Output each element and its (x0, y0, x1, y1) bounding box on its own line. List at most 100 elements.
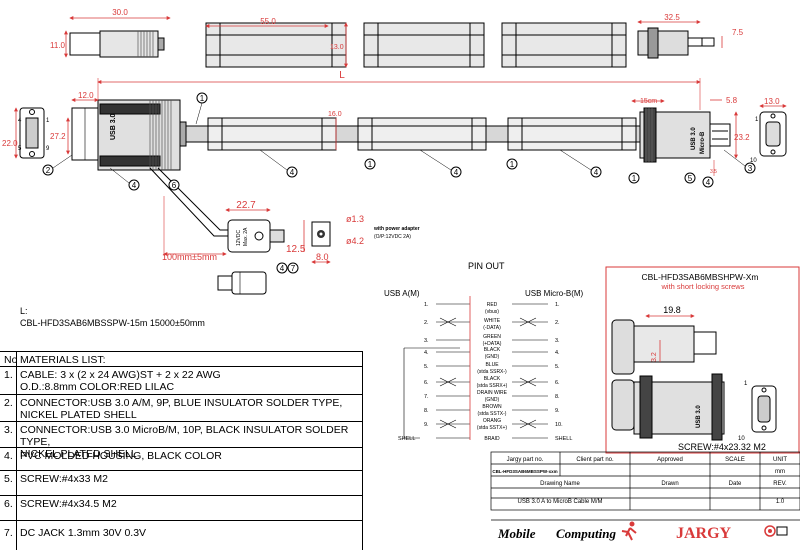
material-row: 3. CONNECTOR:USB 3.0 MicroB/M, 10P, BLAC… (0, 422, 362, 460)
dim-125: 12.5 (286, 244, 306, 255)
pinout-wire-label: BLACK (484, 347, 501, 353)
svg-text:4: 4 (132, 181, 137, 190)
tb-unit-value: mm (775, 469, 785, 475)
callout-4a: 4 (128, 179, 140, 191)
adapter-label-2: Max. 2A (243, 227, 249, 246)
dim-30: 30.0 (112, 8, 128, 17)
svg-text:1: 1 (510, 160, 515, 169)
material-desc: CONNECTOR:USB 3.0 MicroB/M, 10P, BLACK I… (20, 424, 349, 448)
svg-text:1: 1 (632, 174, 637, 183)
callout-6: 6 (168, 179, 180, 191)
dim-42dia: ø4.2 (346, 236, 364, 246)
usb-a-top-view (69, 30, 165, 58)
model-value: CBL-HFD3SAB6MBSSPW-15m 15000±50mm (20, 318, 205, 328)
jargy-logo-icon (764, 525, 788, 537)
tb-rev-value: 1.0 (776, 499, 785, 505)
material-desc: CABLE: 3 x (2 x 24 AWG)ST + 2 x 22 AWG (20, 369, 221, 381)
tb-drawn: Drawn (661, 481, 678, 487)
pinout-left-pin: 8. (424, 408, 429, 414)
dim-12: 12.0 (78, 91, 94, 100)
svg-text:Micro-B: Micro-B (700, 131, 706, 154)
pin-label-1: 1 (46, 118, 50, 124)
variant-box (605, 266, 800, 454)
pinout-right-pin: 4. (555, 350, 560, 356)
material-row: 2. CONNECTOR:USB 3.0 A/M, 9P, BLUE INSUL… (0, 395, 362, 422)
materials-header-desc: MATERIALS LIST: (20, 354, 106, 366)
callout-7: 7 (287, 262, 299, 274)
pinout-right-pin: 5. (555, 364, 560, 370)
callout-4d: 4 (590, 166, 602, 178)
pinout-left-pin: 5. (424, 364, 429, 370)
material-row: 4. PVC MOLDED HOUSING, BLACK COLOR (0, 448, 362, 471)
dim-75: 7.5 (732, 28, 744, 37)
pinout-wire-label: BROWN (482, 404, 502, 410)
pinout-wire-label: RED (487, 302, 498, 308)
variant-top-view (611, 319, 717, 375)
pinout-right-pin: 6. (555, 380, 560, 386)
tb-part-no: CBL-HFD3SAB6MBSSPW-xxm (492, 469, 557, 474)
dim-11: 11.0 (50, 41, 66, 50)
dim-L: L (339, 70, 345, 81)
svg-text:4: 4 (454, 168, 459, 177)
svg-text:7: 7 (291, 264, 296, 273)
pinout-wire-label: WHITE (484, 318, 501, 324)
pinout-left-pin: 3. (424, 338, 429, 344)
material-desc: DC JACK 1.3mm 30V 0.3V (20, 527, 147, 539)
pinout-left-pin: 2. (424, 320, 429, 326)
variant-subtitle: with short locking screws (661, 282, 745, 291)
svg-text:6: 6 (172, 181, 177, 190)
usb-a-end-view (19, 107, 45, 159)
pinout-wire-label: (stda SSTX+) (477, 425, 507, 431)
svg-text:4: 4 (594, 168, 599, 177)
dim-15cm: 15cm (640, 98, 657, 105)
pinout-right-pin: SHELL (555, 436, 572, 442)
callout-4c: 4 (450, 166, 462, 178)
dc-jack-end (311, 221, 331, 247)
dim-16: 16.0 (328, 111, 342, 118)
pinout-wire-label: (stda SSTX-) (478, 411, 507, 417)
adapter-label-1: 12VDC (236, 229, 242, 246)
svg-text:4: 4 (290, 168, 295, 177)
material-no: 1. (4, 369, 13, 381)
cable-main (185, 117, 649, 151)
svg-text:USB 3.0: USB 3.0 (110, 113, 117, 140)
callout-4f: 4 (276, 262, 288, 274)
material-no: 6. (4, 498, 13, 510)
pinout-wire-label: (+DATA) (483, 341, 502, 347)
pinout-right-pin: 9. (555, 408, 560, 414)
material-no: 4. (4, 450, 13, 462)
dim-272: 27.2 (50, 132, 66, 141)
svg-text:USB 3.0: USB 3.0 (691, 127, 697, 150)
variant-pin-1: 1 (744, 381, 748, 387)
pinout-wire-label: GREEN (483, 334, 501, 340)
materials-header-no: No (4, 354, 18, 366)
callout-2: 2 (42, 164, 54, 176)
material-desc: SCREW:#4x34.5 M2 (20, 498, 117, 510)
pinout-wire-label: (-DATA) (483, 325, 501, 331)
tb-client-part: Client part no. (576, 457, 614, 463)
callouts: 1 1 1 1 2 3 4 4 4 4 4 5 6 4 7 (42, 92, 756, 274)
dim-80: 8.0 (316, 252, 329, 262)
svg-text:4: 4 (280, 264, 285, 273)
tb-approved: Approved (657, 457, 683, 463)
title-block (490, 451, 800, 511)
material-row: 6. SCREW:#4x34.5 M2 (0, 496, 362, 521)
pinout-wire-label: (stda SSRX+) (477, 383, 508, 389)
svg-text:USB 3.0: USB 3.0 (696, 405, 702, 428)
variant-side-view: USB 3.0 (611, 373, 725, 441)
model-label: L: (20, 306, 28, 316)
dim-13a: 13.0 (330, 44, 344, 51)
dim-232: 23.2 (734, 133, 750, 142)
pinout-right-pin: 2. (555, 320, 560, 326)
dim-35: 3.5 (710, 169, 717, 175)
material-row: 7. DC JACK 1.3mm 30V 0.3V (0, 521, 362, 549)
pinout-wire-label: (stda SSRX-) (477, 369, 507, 375)
tb-jargy-part: Jargy part no. (507, 457, 544, 463)
materials-header: No MATERIALS LIST: (0, 352, 362, 367)
dim-13dia: ø1.3 (346, 214, 364, 224)
pinout-left-pin: 1. (424, 302, 429, 308)
runner-icon (621, 521, 637, 541)
pin-label-9: 9 (46, 146, 50, 152)
svg-text:1: 1 (368, 160, 373, 169)
